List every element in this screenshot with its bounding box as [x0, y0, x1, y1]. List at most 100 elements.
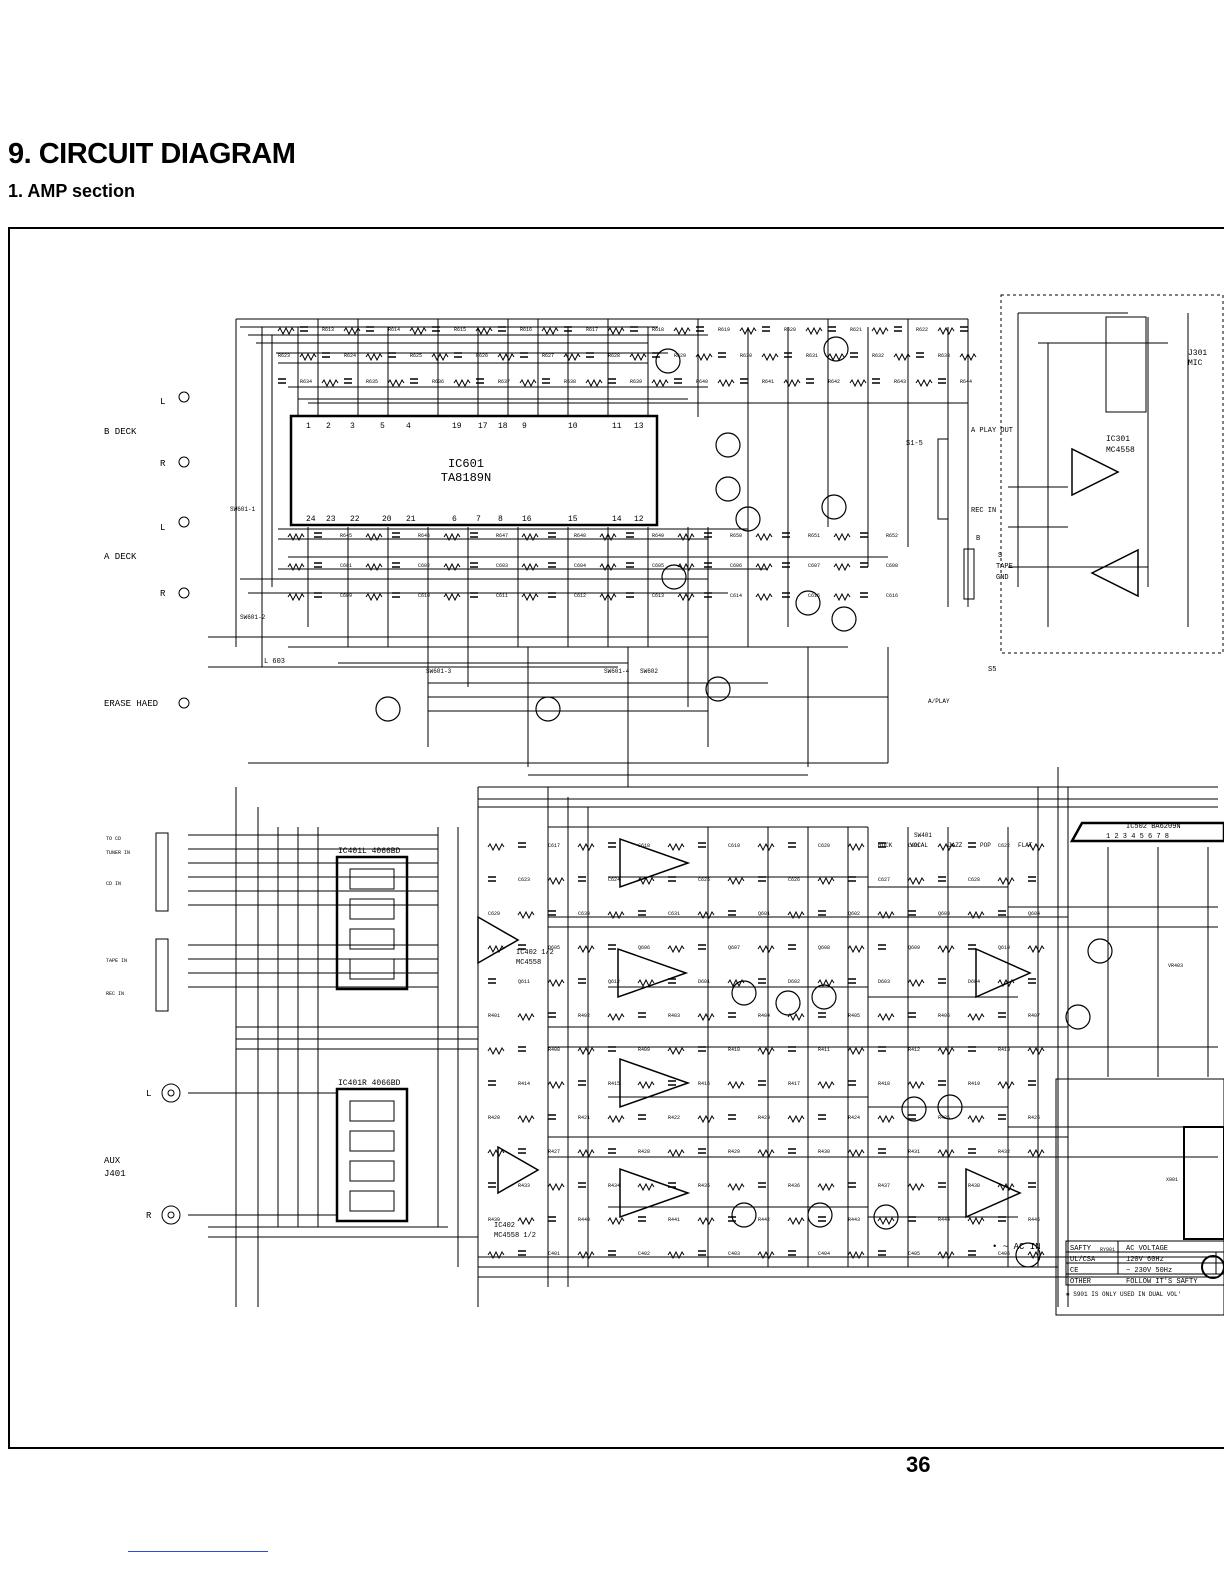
part-ref: R650	[730, 533, 742, 539]
ic601-pin-bottom: 21	[406, 515, 416, 524]
sw401-mode-pop: POP	[980, 842, 991, 849]
resistor-glyph	[967, 1012, 985, 1022]
part-ref: R625	[410, 353, 422, 359]
part-ref: C627	[878, 877, 890, 883]
part-ref: R616	[520, 327, 532, 333]
part-ref: Q604	[1028, 911, 1040, 917]
part-ref: R418	[878, 1081, 890, 1087]
input-connector-2	[155, 938, 169, 1012]
resistor-glyph	[697, 910, 715, 920]
part-ref: C405	[908, 1251, 920, 1257]
resistor-glyph	[487, 1148, 505, 1158]
resistor-glyph	[287, 562, 305, 572]
resistor-glyph	[695, 352, 713, 362]
ic402b-part: MC4558 1/2	[494, 1232, 536, 1240]
part-ref: R636	[432, 379, 444, 385]
resistor-glyph	[849, 378, 867, 388]
part-ref: C619	[728, 843, 740, 849]
resistor-glyph	[517, 1012, 535, 1022]
ic601-pin-top: 5	[380, 422, 385, 431]
resistor-glyph	[1027, 944, 1045, 954]
transistor-symbol	[821, 494, 847, 520]
ic601-pin-top: 10	[568, 422, 578, 431]
part-ref: R628	[608, 353, 620, 359]
ic601-pin-top: 2	[326, 422, 331, 431]
resistor-glyph	[585, 378, 603, 388]
resistor-glyph	[599, 562, 617, 572]
sw601-1-label: SW601-1	[230, 506, 256, 513]
part-ref: D604	[968, 979, 980, 985]
eq-opamps	[617, 837, 1032, 1219]
transistor-symbol	[873, 1204, 899, 1230]
part-ref: C623	[518, 877, 530, 883]
resistor-glyph	[607, 1012, 625, 1022]
transistor-symbol	[901, 1096, 927, 1122]
s-label: S	[998, 552, 1002, 560]
transistor-symbol	[795, 590, 821, 616]
part-ref: R630	[740, 353, 752, 359]
part-ref: R439	[488, 1217, 500, 1223]
resistor-glyph	[677, 592, 695, 602]
part-ref: R649	[652, 533, 664, 539]
part-ref: C611	[496, 593, 508, 599]
ic502-pins: 1 2 3 4 5 6 7 8	[1106, 833, 1169, 841]
transistor-symbol	[1015, 1242, 1041, 1268]
part-ref: R637	[498, 379, 510, 385]
transistor-symbol	[715, 476, 741, 502]
a-deck-label: A DECK	[104, 552, 137, 562]
part-ref: C616	[886, 593, 898, 599]
safety-note: ✱ S901 IS ONLY USED IN DUAL VOL'	[1065, 1291, 1181, 1298]
resistor-glyph	[431, 352, 449, 362]
resistor-glyph	[907, 1182, 925, 1192]
resistor-glyph	[475, 326, 493, 336]
ic601-pin-top: 17	[478, 422, 488, 431]
part-ref: R437	[878, 1183, 890, 1189]
sw601-2-label: SW601-2	[240, 614, 266, 621]
ic301-opamp-a	[1071, 447, 1120, 497]
transistor-symbol	[375, 696, 401, 722]
part-ref: R408	[548, 1047, 560, 1053]
part-ref: R441	[668, 1217, 680, 1223]
ic402a-part: MC4558	[516, 959, 541, 967]
resistor-glyph	[787, 1114, 805, 1124]
resistor-glyph	[915, 378, 933, 388]
part-ref: R635	[366, 379, 378, 385]
head-symbols	[178, 391, 190, 709]
ic502-label: IC502 BA6209N	[1126, 823, 1181, 831]
sw401-label: SW401	[914, 832, 932, 839]
part-ref: R415	[608, 1081, 620, 1087]
s1-5-label: S1-5	[906, 440, 923, 448]
power-section-box	[1055, 1078, 1224, 1316]
resistor-glyph	[817, 1182, 835, 1192]
resistor-glyph	[517, 1216, 535, 1226]
part-ref: R652	[886, 533, 898, 539]
ic401-switch-cell	[349, 928, 395, 950]
resistor-glyph	[937, 944, 955, 954]
part-ref: Q610	[998, 945, 1010, 951]
safety-row-0-1: 120V 60Hz	[1126, 1256, 1164, 1264]
a-play-label: A/PLAY	[928, 698, 950, 705]
resistor-glyph	[547, 978, 565, 988]
part-ref: R646	[418, 533, 430, 539]
resistor-glyph	[817, 1080, 835, 1090]
resistor-glyph	[1027, 1148, 1045, 1158]
resistor-glyph	[487, 1046, 505, 1056]
transistor-symbol	[731, 980, 757, 1006]
resistor-glyph	[877, 1012, 895, 1022]
part-ref: R430	[818, 1149, 830, 1155]
transistor-symbol	[823, 336, 849, 362]
resistor-glyph	[787, 910, 805, 920]
part-ref: R416	[698, 1081, 710, 1087]
safety-row-1-1: ~ 230V 50Hz	[1126, 1267, 1172, 1275]
part-ref: R407	[1028, 1013, 1040, 1019]
transistor-symbol	[937, 1094, 963, 1120]
part-ref: R411	[818, 1047, 830, 1053]
part-ref: D603	[878, 979, 890, 985]
part-ref: R440	[578, 1217, 590, 1223]
part-ref: D601	[698, 979, 710, 985]
part-ref: R420	[488, 1115, 500, 1121]
part-ref: R643	[894, 379, 906, 385]
part-ref: C403	[728, 1251, 740, 1257]
transistor-symbol	[1065, 1004, 1091, 1030]
part-ref: R621	[850, 327, 862, 333]
